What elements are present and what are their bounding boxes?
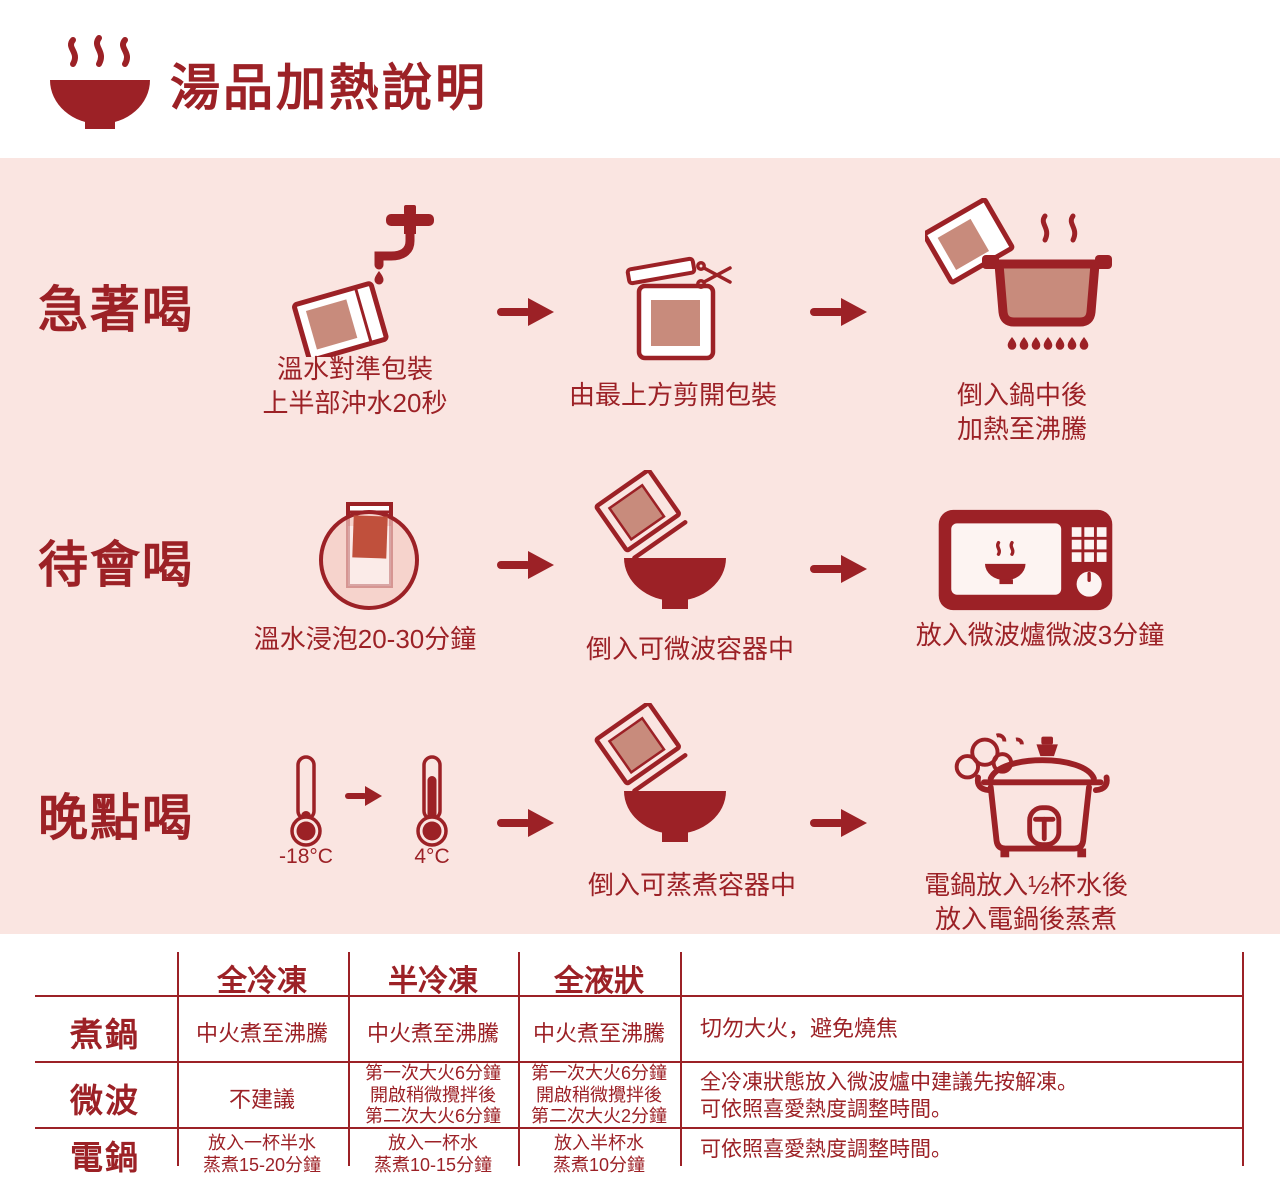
step-caption: 倒入可微波容器中 (585, 634, 794, 664)
table-cell: 中火煮至沸騰 (532, 1021, 665, 1046)
step-caption: 溫水浸泡20-30分鐘 (253, 624, 477, 654)
soak-package-icon (308, 496, 430, 616)
table-cell: 中火煮至沸騰 (366, 1021, 499, 1046)
table-divider (680, 952, 682, 1166)
table-rule (35, 995, 1243, 997)
right-arrow-icon (497, 806, 555, 840)
table-header-half-frozen: 半冷凍 (388, 965, 478, 998)
right-arrow-icon (497, 295, 555, 329)
pour-into-bowl-icon (592, 703, 757, 853)
table-cell: 第一次大火6分鐘 開啟稍微攪拌後 第二次大火2分鐘 (530, 1063, 667, 1127)
step-caption: 溫水對準包裝 上半部沖水20秒 (262, 354, 448, 419)
table-rowlabel-stove: 煮鍋 (70, 1016, 140, 1053)
table-note: 可依照喜愛熱度調整時間。 (700, 1138, 952, 1161)
small-right-arrow-icon (345, 785, 383, 807)
right-arrow-icon (810, 295, 868, 329)
table-cell: 第一次大火6分鐘 開啟稍微攪拌後 第二次大火6分鐘 (364, 1063, 501, 1127)
step-caption: 倒入可蒸煮容器中 (587, 870, 796, 900)
table-rule (35, 1061, 1243, 1063)
table-divider (348, 952, 350, 1166)
flow-label-later: 待會喝 (38, 537, 194, 593)
step-caption: 由最上方剪開包裝 (568, 380, 777, 410)
table-header-frozen: 全冷凍 (217, 965, 307, 998)
step-caption: 放入微波爐微波3分鐘 (915, 620, 1165, 650)
table-header-liquid: 全液狀 (554, 965, 644, 998)
soup-bowl-steam-icon (48, 34, 152, 134)
microwave-icon (938, 506, 1113, 614)
table-rowlabel-microwave: 微波 (70, 1082, 140, 1119)
table-divider (177, 952, 179, 1166)
table-divider (1242, 952, 1244, 1166)
faucet-rinse-icon (280, 205, 452, 357)
table-cell: 不建議 (228, 1087, 295, 1112)
flow-label-hurry: 急著喝 (38, 282, 194, 338)
page-title: 湯品加熱說明 (170, 60, 488, 116)
table-note: 切勿大火，避免燒焦 (700, 1016, 899, 1041)
right-arrow-icon (497, 548, 555, 582)
table-divider (518, 952, 520, 1166)
temp-label-frozen: -18°C (279, 845, 333, 868)
temp-label-chilled: 4°C (414, 845, 450, 868)
right-arrow-icon (810, 552, 868, 586)
step-caption: 電鍋放入½杯水後 放入電鍋後蒸煮 (924, 870, 1128, 935)
right-arrow-icon (810, 806, 868, 840)
step-caption: 倒入鍋中後 加熱至沸騰 (956, 380, 1087, 445)
cut-package-icon (622, 256, 740, 374)
table-cell: 放入半杯水 蒸煮10分鐘 (552, 1133, 646, 1175)
pot-boil-icon (925, 198, 1130, 358)
table-cell: 放入一杯水 蒸煮10-15分鐘 (373, 1133, 493, 1175)
table-rule (35, 1127, 1243, 1129)
thermometer-frozen-icon (286, 754, 326, 849)
flow-label-tonight: 晚點喝 (38, 790, 194, 846)
table-rowlabel-ricecooker: 電鍋 (70, 1139, 140, 1176)
table-cell: 放入一杯半水 蒸煮15-20分鐘 (202, 1133, 322, 1175)
pour-into-bowl-icon (592, 470, 757, 620)
table-cell: 中火煮至沸騰 (195, 1021, 328, 1046)
thermometer-chilled-icon (412, 754, 452, 849)
table-note: 全冷凍狀態放入微波爐中建議先按解凍。 可依照喜愛熱度調整時間。 (700, 1071, 1078, 1122)
rice-cooker-icon (940, 722, 1130, 868)
